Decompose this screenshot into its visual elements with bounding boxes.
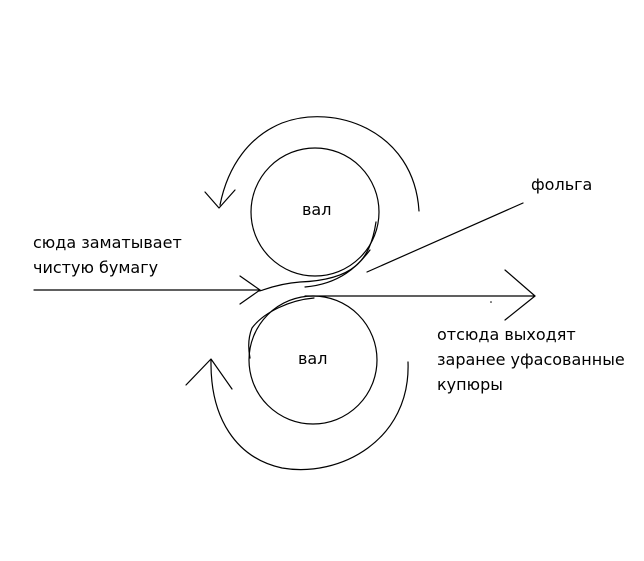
output-label: отсюда выходят заранее уфасованные купюр… (437, 322, 625, 397)
output-arrowhead (504, 269, 536, 321)
foil-label: фольга (531, 175, 593, 194)
paper-path-mid (304, 249, 371, 288)
paper-path-bottom (248, 297, 315, 359)
bottom-roller-label: вал (298, 349, 328, 368)
output-label-line-3: купюры (437, 375, 503, 394)
paper-path-top (258, 221, 377, 292)
output-label-line-1: отсюда выходят (437, 325, 576, 344)
output-label-line-2: заранее уфасованные (437, 350, 625, 369)
stray-dot (490, 301, 492, 303)
top-rotation-arrowhead (204, 189, 236, 209)
foil-line (366, 202, 524, 273)
input-label-line-1: сюда заматывает (33, 233, 182, 252)
top-roller-circle (250, 147, 380, 277)
input-label: сюда заматывает чистую бумагу (33, 230, 182, 280)
input-label-line-2: чистую бумагу (33, 258, 159, 277)
bottom-rotation-arc (210, 359, 409, 471)
bottom-rotation-arrowhead (185, 358, 233, 390)
top-rotation-arc (219, 116, 420, 212)
top-roller-label: вал (302, 200, 332, 219)
